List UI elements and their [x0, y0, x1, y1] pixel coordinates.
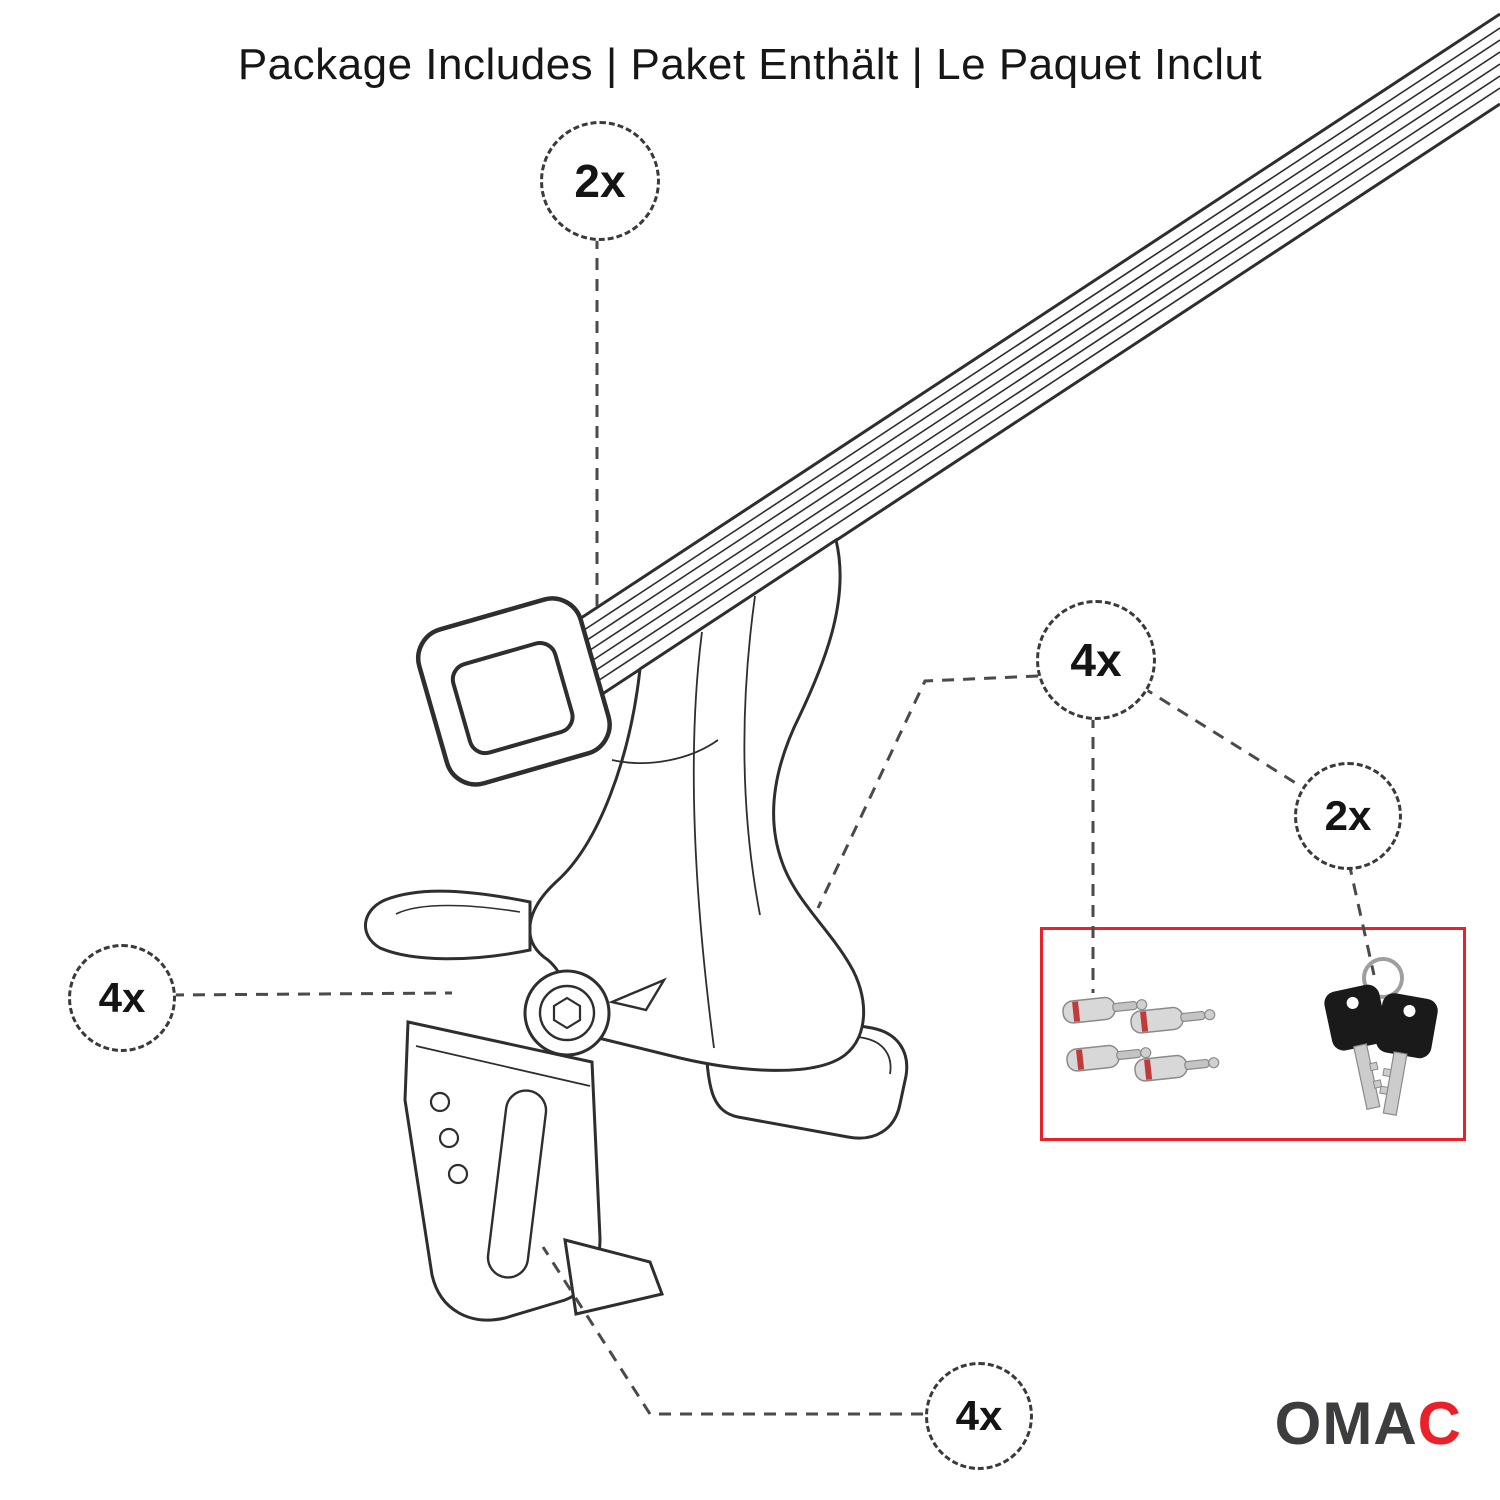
side-tab-drawing [363, 889, 532, 961]
callout-foot-label: 4x [98, 974, 146, 1021]
end-cap-drawing [415, 596, 612, 787]
callout-foot-qty: 4x [68, 944, 176, 1052]
clamp-bracket-drawing [403, 1020, 665, 1322]
callout-connector-lines [171, 237, 1376, 1416]
callout-keys-qty: 2x [1294, 762, 1402, 870]
mounting-foot-drawing [528, 537, 866, 1072]
callout-keys-label: 2x [1324, 792, 1372, 839]
roof-cross-bar-drawing [577, 12, 1500, 712]
callout-clamp-qty: 4x [925, 1362, 1033, 1470]
connector-clamp [541, 1246, 923, 1416]
connector-mid-foot [816, 674, 1039, 909]
callout-lock-label: 4x [1070, 634, 1122, 686]
hex-bolt-drawing [523, 969, 667, 1057]
connector-mid-to-keys [1141, 685, 1303, 789]
brand-logo-red-part: C [1417, 1390, 1462, 1457]
connector-left-foot [171, 991, 453, 997]
callout-lock-qty: 4x [1036, 600, 1156, 720]
connector-keys [1347, 862, 1376, 976]
page-title: Package Includes | Paket Enthält | Le Pa… [237, 40, 1263, 89]
callout-crossbar-label: 2x [574, 155, 626, 207]
callout-clamp-label: 4x [955, 1392, 1003, 1439]
brand-logo: OMAC [1275, 1394, 1462, 1454]
keys-icon [1324, 957, 1438, 1116]
brand-logo-dark-part: OMA [1274, 1390, 1418, 1457]
lock-cylinders-icon [1062, 996, 1220, 1082]
callout-crossbar-qty: 2x [540, 121, 660, 241]
